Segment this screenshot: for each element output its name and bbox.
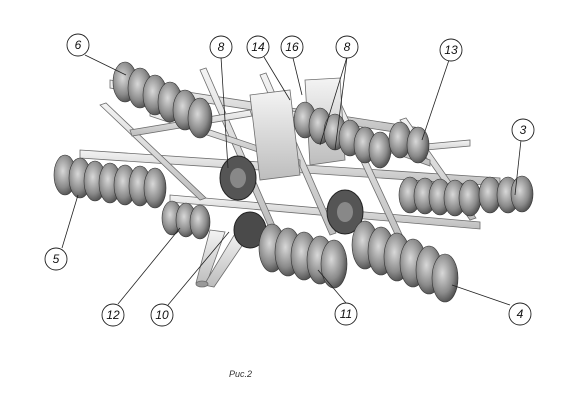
svg-text:11: 11 — [340, 307, 352, 321]
disc-gang-rear-left — [112, 61, 213, 139]
disc-gang-right — [398, 175, 534, 217]
svg-text:12: 12 — [106, 308, 120, 322]
svg-text:16: 16 — [285, 40, 299, 54]
disc-gang-front-left — [161, 200, 211, 240]
callout-5: 5 — [44, 247, 68, 271]
svg-text:13: 13 — [444, 43, 458, 57]
callout-10: 10 — [150, 303, 174, 327]
disc-gang-left — [53, 154, 167, 209]
callout-16: 16 — [280, 35, 304, 59]
disc-gang-front-right — [351, 220, 459, 303]
svg-text:4: 4 — [517, 307, 524, 321]
callout-14: 14 — [246, 35, 270, 59]
svg-text:6: 6 — [75, 38, 82, 52]
svg-text:10: 10 — [155, 308, 169, 322]
callout-3: 3 — [511, 118, 535, 142]
svg-text:14: 14 — [251, 40, 265, 54]
callout-8-right: 8 — [335, 35, 359, 59]
callout-11: 11 — [334, 302, 358, 326]
svg-text:8: 8 — [218, 40, 225, 54]
callout-4: 4 — [508, 302, 532, 326]
callout-12: 12 — [101, 303, 125, 327]
figure-caption: Рис.2 — [229, 369, 253, 379]
callout-6: 6 — [66, 33, 90, 57]
svg-text:8: 8 — [344, 40, 351, 54]
svg-text:3: 3 — [520, 123, 527, 137]
leader-lines — [61, 54, 522, 306]
callout-13: 13 — [439, 38, 463, 62]
svg-text:5: 5 — [53, 252, 60, 266]
callout-8-left: 8 — [209, 35, 233, 59]
transport-wheels — [219, 155, 364, 249]
disc-gang-front-center — [258, 223, 348, 289]
